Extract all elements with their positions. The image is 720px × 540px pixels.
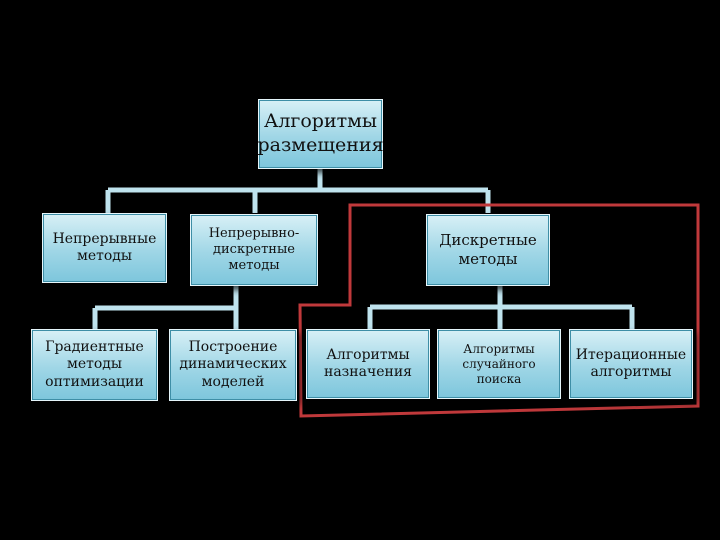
connector-discrete-children: [367, 286, 635, 330]
node-discrete: Дискретные методы: [426, 214, 550, 286]
connector-mixed-children: [92, 286, 239, 330]
node-root: Алгоритмы размещения: [257, 99, 384, 169]
node-discrete-label: Дискретные методы: [439, 231, 537, 268]
node-root-label: Алгоритмы размещения: [257, 110, 384, 156]
node-continuous-label: Непрерывные методы: [52, 230, 157, 265]
node-gradient: Градиентные методы оптимизации: [31, 329, 158, 401]
node-gradient-label: Градиентные методы оптимизации: [45, 338, 144, 390]
node-random-search-label: Алгоритмы случайного поиска: [462, 341, 536, 386]
node-dynamic: Построение динамических моделей: [169, 329, 297, 401]
node-random-search: Алгоритмы случайного поиска: [437, 329, 561, 399]
node-assignment: Алгоритмы назначения: [306, 329, 430, 399]
node-iterative-label: Итерационные алгоритмы: [575, 346, 687, 381]
node-assignment-label: Алгоритмы назначения: [323, 346, 413, 381]
node-mixed-label: Непрерывно-дискретные методы: [208, 225, 300, 274]
connector-root-level1: [105, 168, 491, 213]
node-continuous: Непрерывные методы: [42, 213, 167, 283]
node-mixed: Непрерывно-дискретные методы: [190, 214, 318, 286]
node-dynamic-label: Построение динамических моделей: [179, 338, 287, 390]
node-iterative: Итерационные алгоритмы: [569, 329, 693, 399]
discrete-branch-highlight: [298, 203, 700, 418]
